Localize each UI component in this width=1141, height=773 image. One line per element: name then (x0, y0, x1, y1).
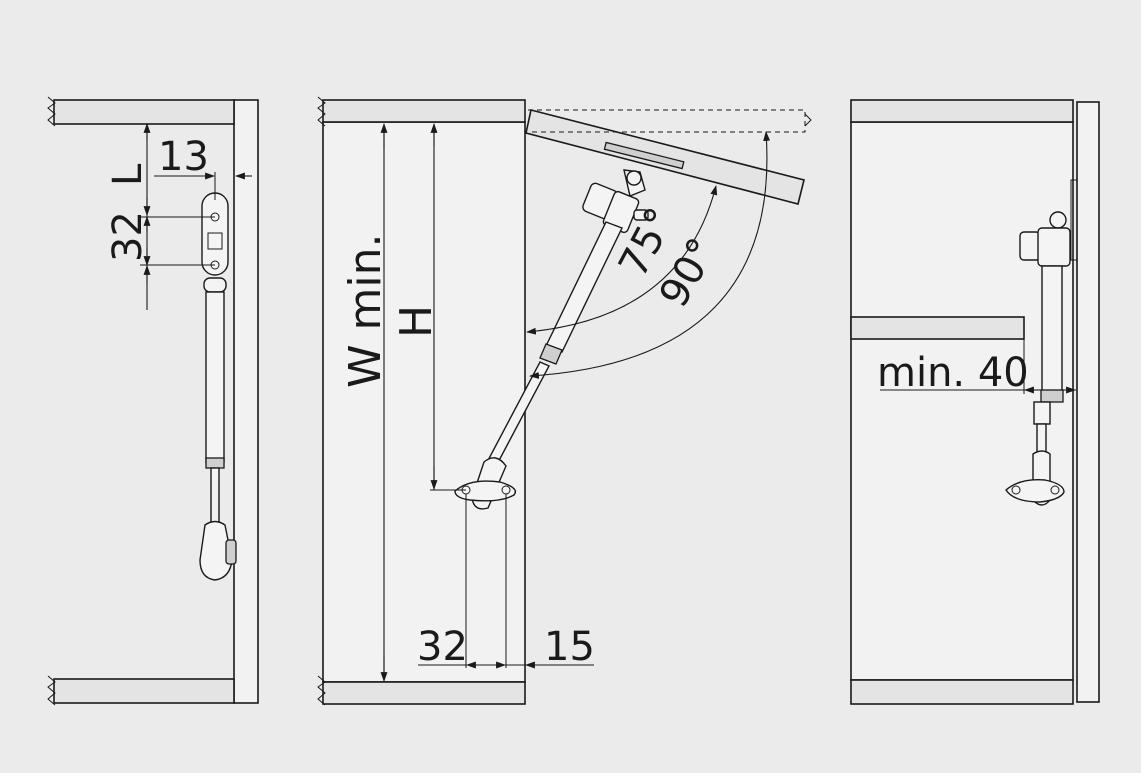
left-top-break-mark (47, 96, 56, 127)
arc-90-degrees (529, 131, 771, 379)
left-side-view: L 13 32 (47, 96, 259, 706)
middle-opening-view: W min. H 75° 90° 32 15 (317, 96, 812, 706)
middle-bottom-break-mark (317, 675, 326, 706)
base-bracket-middle (454, 480, 517, 502)
strut-pivot (626, 170, 642, 186)
middle-top-board (322, 99, 526, 123)
strut-collar (205, 457, 225, 469)
base-bracket-hole-left-right (1011, 485, 1021, 495)
label-15: 15 (544, 624, 595, 670)
strut-piston-rod (210, 467, 220, 525)
right-bottom-board (850, 679, 1074, 705)
right-side-view: min. 40 (850, 99, 1100, 705)
flap-break-mark (804, 113, 812, 127)
strut-rod-sleeve-right (1033, 401, 1051, 425)
label-min-40: min. 40 (877, 350, 1029, 396)
left-top-board (53, 99, 235, 125)
label-32-left: 32 (105, 211, 151, 262)
middle-cabinet-side (322, 121, 526, 683)
strut-cylinder-right (1041, 265, 1063, 393)
mounting-plate (201, 192, 229, 276)
right-shelf (850, 316, 1025, 340)
right-hinge-plate (1070, 179, 1078, 261)
right-cabinet-side (850, 121, 1074, 681)
mounting-slot (207, 232, 223, 250)
right-top-board (850, 99, 1074, 123)
strut-piston-rod-right (1036, 423, 1047, 455)
middle-top-break-mark (317, 96, 326, 127)
base-bracket-right (1005, 479, 1065, 503)
strut-collar-right (1040, 389, 1064, 403)
strut-adjustment-knob-right (1019, 231, 1041, 261)
left-bottom-board (53, 678, 235, 704)
strut-head (203, 277, 227, 293)
strut-end-fitting (199, 520, 233, 581)
label-32-middle: 32 (417, 624, 468, 670)
strut-cylinder-middle (545, 221, 623, 353)
label-h: H (391, 305, 442, 338)
left-bottom-break-mark (47, 675, 56, 706)
right-front-flap (1076, 101, 1100, 703)
label-w-min: W min. (340, 234, 391, 388)
base-bracket-hole-right-right (1050, 485, 1060, 495)
strut-pivot-right (1049, 211, 1067, 229)
label-13: 13 (158, 134, 209, 180)
strut-head-block-right (1037, 227, 1071, 267)
middle-bottom-board (322, 681, 526, 705)
flap-90-position-outline (528, 109, 806, 133)
left-side-panel (233, 99, 259, 704)
strut-cylinder (205, 291, 225, 463)
label-l: L (105, 163, 151, 186)
strut-bottom-bracket (225, 539, 237, 565)
